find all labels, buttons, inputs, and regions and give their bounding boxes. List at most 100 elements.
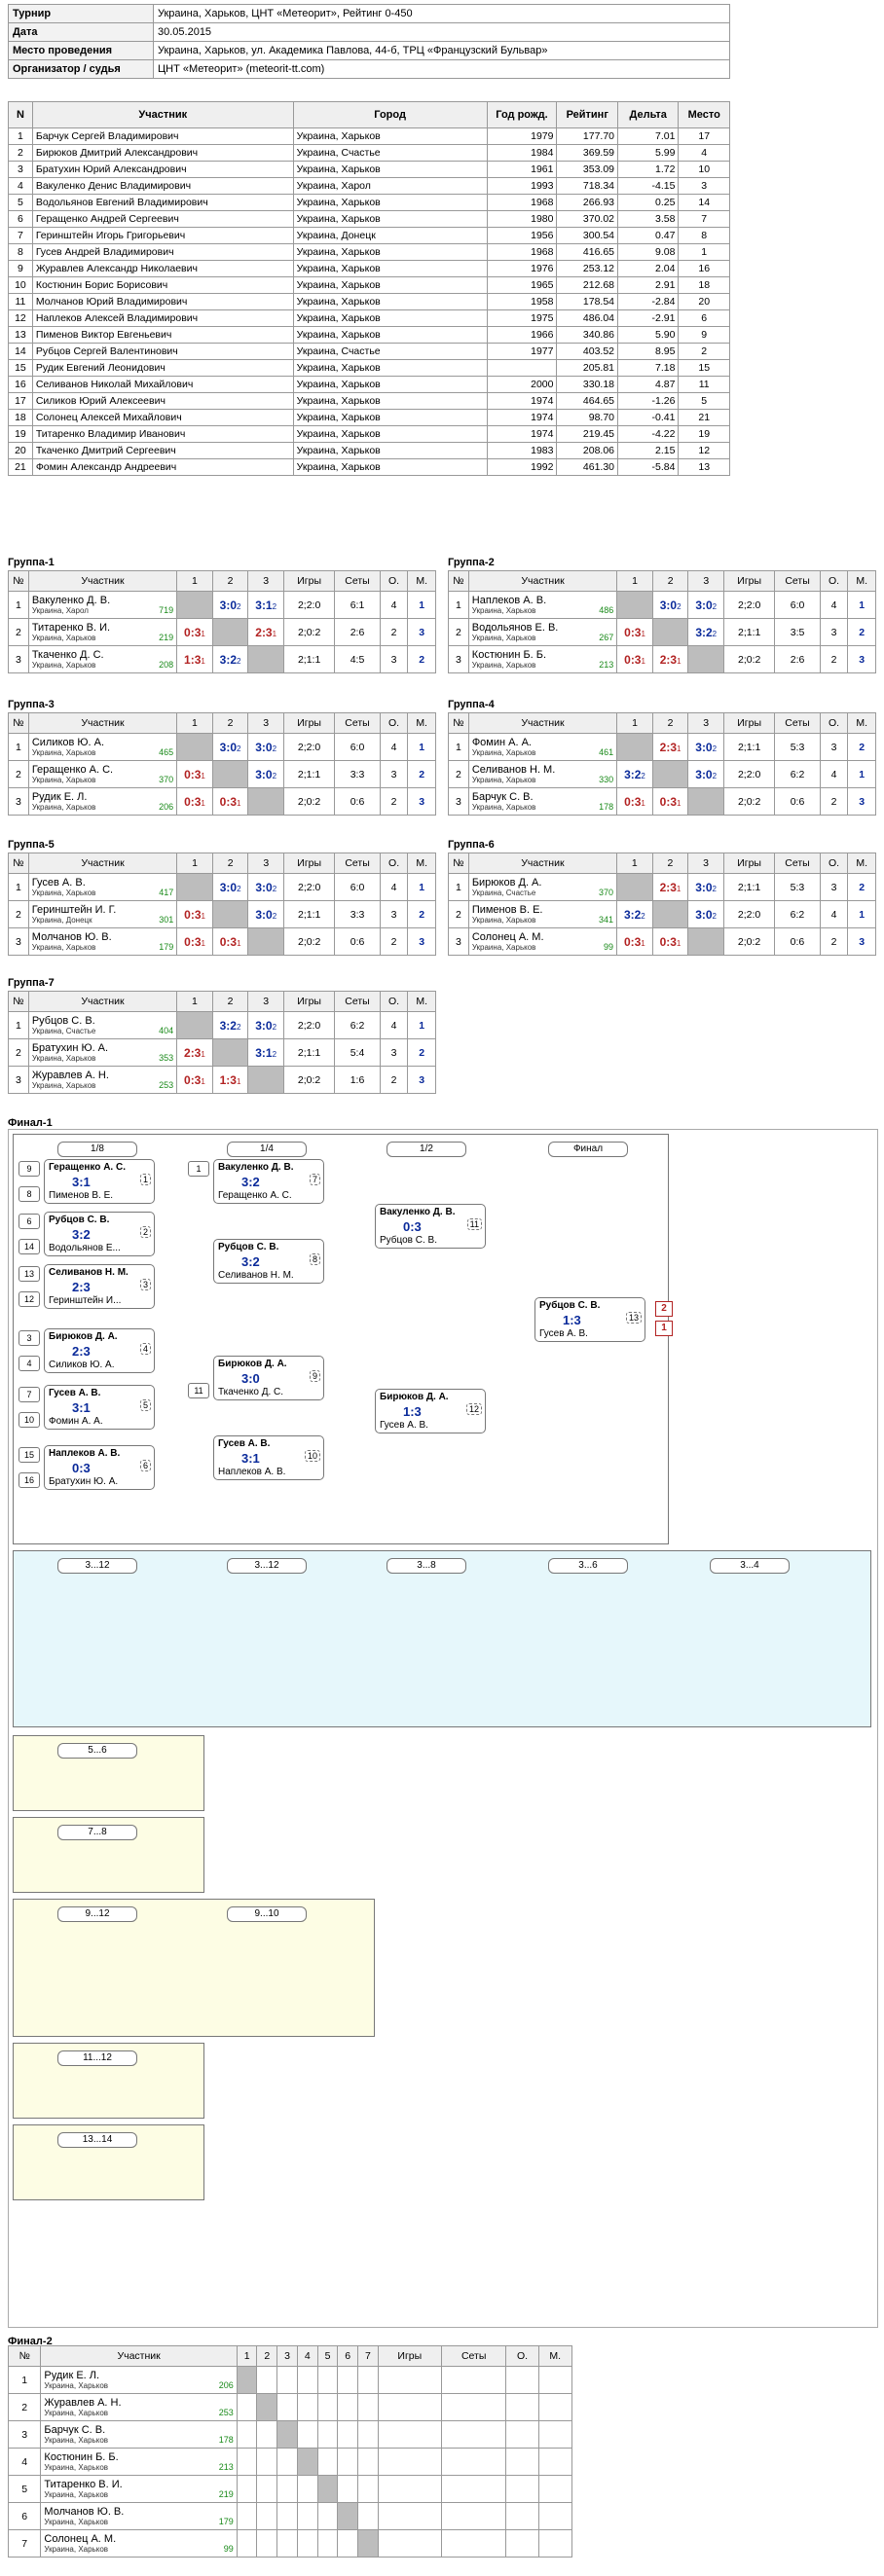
group-place: 2	[847, 733, 876, 761]
player-cell: 177.70	[556, 127, 619, 145]
group-points: 4	[379, 733, 409, 761]
match-points: 2	[712, 911, 717, 921]
match-result: 3:22	[687, 618, 725, 646]
player-cell: 5	[678, 392, 730, 410]
group-header: Сеты	[774, 570, 821, 592]
player-cell: Украина, Харьков	[292, 293, 488, 310]
final2-stat	[505, 2420, 539, 2449]
group-sets: 6:1	[334, 591, 381, 619]
player-rating: 178	[599, 802, 614, 812]
match-score: 0:3	[184, 767, 202, 781]
group-header: 3	[687, 570, 725, 592]
self-cell	[687, 927, 724, 956]
stage-label: 1/4	[227, 1142, 307, 1157]
player-cell: Ткаченко Дмитрий Сергеевич	[31, 442, 294, 459]
match-score: 3:1	[241, 1451, 260, 1466]
player-name: Солонец А. М.	[471, 931, 544, 943]
player-cell: Силиков Юрий Алексеевич	[31, 392, 294, 410]
match-result: 3:02	[687, 733, 724, 761]
match-points: 1	[677, 656, 681, 666]
player-city: Украина, Харол	[31, 606, 89, 615]
player-cell: Украина, Донецк	[292, 227, 488, 244]
match-points: 2	[272, 1022, 277, 1032]
players-header: Город	[292, 101, 488, 128]
match-points: 1	[641, 798, 645, 808]
match-result	[296, 2529, 318, 2558]
match-points: 2	[237, 601, 241, 611]
final2-stat	[505, 2448, 539, 2476]
match-score: 3:0	[219, 740, 237, 754]
group-place: 3	[407, 618, 436, 646]
match-result: 3:12	[247, 1038, 284, 1067]
player-cell: Журавлев Александр Николаевич	[31, 260, 294, 277]
match-result	[256, 2475, 278, 2503]
match-number: 6	[139, 1460, 151, 1471]
player-cell: 1961	[486, 161, 558, 178]
group-games: 2;1:1	[282, 760, 336, 788]
match-points: 2	[712, 629, 718, 638]
match-result: 3:12	[247, 591, 284, 619]
player-cell: 15	[8, 359, 33, 377]
player-cell: Украина, Харьков	[292, 326, 488, 344]
group-header: М.	[407, 853, 436, 874]
player-name: Ткаченко Д. С.	[31, 649, 104, 661]
match-result: 0:31	[176, 900, 213, 928]
player-cell: 1976	[486, 260, 558, 277]
group-title: Группа-7	[8, 977, 55, 989]
group-header: 2	[211, 991, 249, 1012]
match-player2: Братухин Ю. А.	[49, 1476, 119, 1487]
player-rating: 213	[218, 2462, 234, 2472]
player-rating: 213	[599, 660, 614, 670]
group-header: 1	[176, 712, 213, 734]
group-games: 2;2:0	[282, 591, 336, 619]
group-games: 2;2:0	[282, 733, 336, 761]
player-city: Украина, Харьков	[44, 2463, 109, 2472]
final2-stat	[505, 2475, 539, 2503]
match-score: 0:3	[184, 794, 202, 809]
group-points: 4	[819, 591, 849, 619]
group-games: 2;0:2	[283, 927, 336, 956]
player-cell: Украина, Харьков	[292, 276, 488, 294]
match-result	[256, 2366, 278, 2394]
player-name: Бирюков Д. А.	[471, 877, 542, 889]
player-name: Геращенко А. С.	[31, 764, 114, 776]
player-cell: 1	[678, 243, 730, 261]
match-result	[316, 2420, 339, 2449]
player-city: Украина, Счастье	[31, 1027, 96, 1035]
player-city: Украина, Харьков	[44, 2518, 109, 2526]
match-score: 3:0	[695, 740, 713, 754]
player-cell: 219.45	[556, 425, 619, 443]
player-cell: 8	[678, 227, 730, 244]
group-header: №	[8, 853, 29, 874]
group-games: 2;2:0	[722, 900, 776, 928]
match-score: 2:3	[659, 880, 677, 894]
match-result: 3:02	[247, 900, 285, 928]
player-cell: 8	[8, 243, 33, 261]
group-header: 1	[176, 991, 213, 1012]
info-key: Место проведения	[8, 41, 154, 60]
match-result	[357, 2366, 379, 2394]
group-games: 2;1:1	[283, 900, 336, 928]
group-header: Участник	[27, 991, 178, 1012]
self-cell	[176, 1011, 213, 1039]
self-cell	[247, 1066, 284, 1094]
match-result: 0:31	[651, 787, 689, 816]
final2-stat	[440, 2448, 507, 2476]
group-header: Игры	[723, 570, 776, 592]
match-score: 0:3	[184, 625, 202, 639]
player-cell: 1958	[486, 293, 558, 310]
match-result: 0:31	[211, 927, 249, 956]
group-header: Участник	[27, 853, 178, 874]
group-num: 1	[448, 591, 469, 619]
